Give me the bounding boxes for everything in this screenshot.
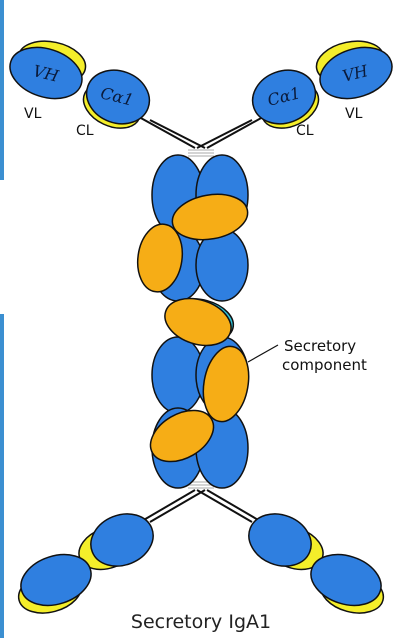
fab-arm-bottom-right — [241, 505, 388, 620]
sc-label-line1: Secretory — [284, 337, 356, 355]
left-accent-bar-bottom — [0, 314, 4, 638]
sc-leader-line — [248, 345, 278, 362]
cl-label-left: CL — [76, 123, 94, 139]
fab-arm-top-right: VH Cα1 VL CL — [245, 35, 399, 139]
vl-label-left: VL — [24, 106, 42, 122]
fab-arm-top-left: VH Cα1 VL CL — [3, 35, 157, 139]
cl-label-right: CL — [296, 123, 314, 139]
left-accent-bar-top — [0, 0, 4, 180]
vl-label-right: VL — [345, 106, 363, 122]
sc-label-line2: component — [282, 356, 367, 374]
figure-caption: Secretory IgA1 — [131, 611, 271, 633]
fab-arm-bottom-left — [14, 505, 161, 620]
